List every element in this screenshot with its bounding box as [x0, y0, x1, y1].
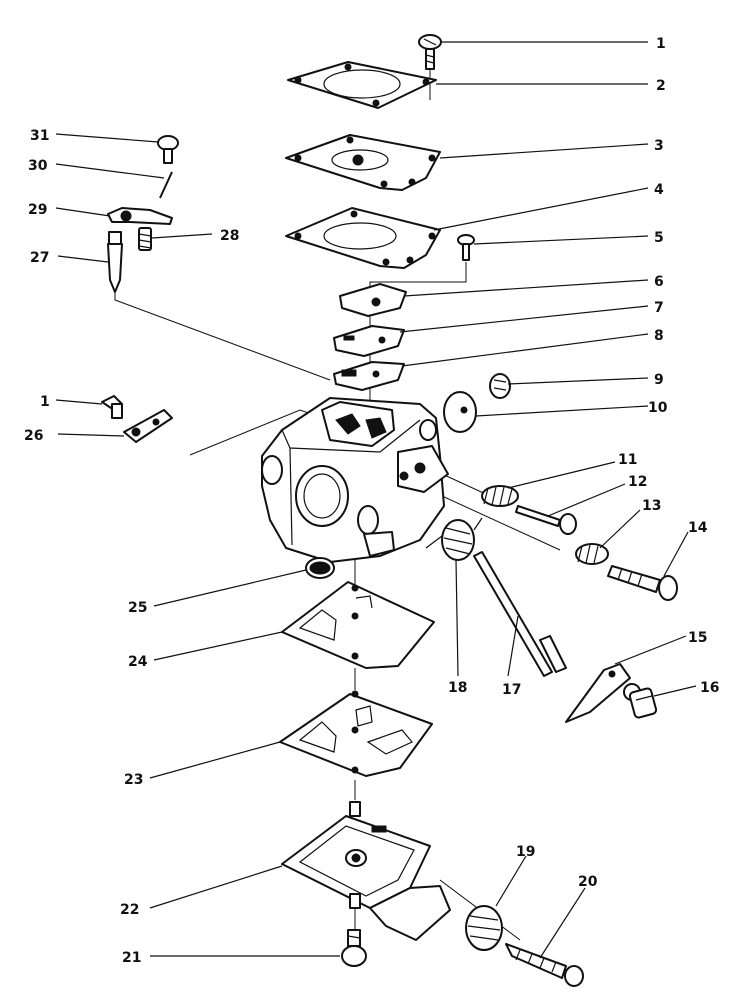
part-label-6: 6	[654, 274, 664, 290]
cable-stop-part	[623, 683, 658, 719]
top-screw-part	[418, 34, 442, 70]
inlet-screw-part	[157, 135, 179, 164]
throttle-lever-part	[565, 663, 631, 723]
part-label-28: 28	[220, 228, 239, 244]
part-label-1-top: 1	[656, 36, 666, 52]
part-label-18: 18	[448, 680, 467, 696]
part-label-4: 4	[654, 182, 664, 198]
part-label-12: 12	[628, 474, 647, 490]
throttle-spring-part	[425, 517, 483, 561]
high-speed-needle-part	[607, 565, 678, 601]
lever-spring-part	[138, 227, 152, 251]
lever-plate-part	[333, 361, 405, 391]
part-label-29: 29	[28, 202, 47, 218]
inlet-screen-part	[305, 557, 335, 579]
bracket-screw-part	[101, 395, 123, 419]
diaphragm-gasket-part	[285, 207, 441, 269]
part-label-10: 10	[648, 400, 668, 416]
lever-gasket-part	[333, 325, 405, 357]
throttle-bracket-part	[123, 409, 173, 443]
throttle-shaft-part	[473, 551, 567, 677]
part-label-15: 15	[688, 630, 707, 646]
part-label-17: 17	[502, 682, 521, 698]
part-label-21: 21	[122, 950, 141, 966]
diaphragm-cover-part	[287, 61, 437, 109]
idle-spring-part	[465, 905, 503, 951]
needle-spring-11-part	[481, 485, 519, 507]
pump-cover-part	[281, 801, 451, 941]
part-label-27: 27	[30, 250, 49, 266]
spring-cap-part	[489, 373, 511, 399]
carburetor-body-part	[261, 397, 449, 563]
part-label-2: 2	[656, 78, 666, 94]
part-number-labels: 1 2 3 4 5 6 7 8 9 10 11 12 13 14 15 16 1…	[24, 36, 719, 966]
part-label-26: 26	[24, 428, 43, 444]
part-label-20: 20	[578, 874, 598, 890]
part-label-8: 8	[654, 328, 664, 344]
pump-diaphragm-part	[281, 581, 435, 669]
part-label-16: 16	[700, 680, 719, 696]
needle-spring-13-part	[575, 543, 609, 565]
leader-lines	[55, 41, 697, 959]
metering-diaphragm-part	[285, 134, 441, 191]
part-label-9: 9	[654, 372, 664, 388]
low-speed-needle-part	[515, 505, 577, 535]
part-label-1-side: 1	[40, 394, 50, 410]
part-label-31: 31	[30, 128, 49, 144]
part-label-7: 7	[654, 300, 664, 316]
part-label-22: 22	[120, 902, 139, 918]
part-label-14: 14	[688, 520, 708, 536]
inlet-lever-part	[107, 207, 173, 225]
part-label-3: 3	[654, 138, 664, 154]
part-label-5: 5	[654, 230, 664, 246]
part-label-30: 30	[28, 158, 48, 174]
part-label-11: 11	[618, 452, 637, 468]
metering-lever-part	[339, 283, 407, 317]
screen-disc-part	[443, 391, 477, 433]
idle-screw-part	[505, 943, 584, 987]
lever-pin-part	[159, 171, 173, 199]
inlet-needle-part	[107, 231, 123, 293]
part-label-19: 19	[516, 844, 535, 860]
small-screw-part	[457, 234, 475, 261]
part-label-24: 24	[128, 654, 148, 670]
part-label-13: 13	[642, 498, 661, 514]
cover-screw-part	[341, 929, 367, 967]
part-label-25: 25	[128, 600, 147, 616]
pump-gasket-part	[279, 690, 433, 777]
part-label-23: 23	[124, 772, 143, 788]
